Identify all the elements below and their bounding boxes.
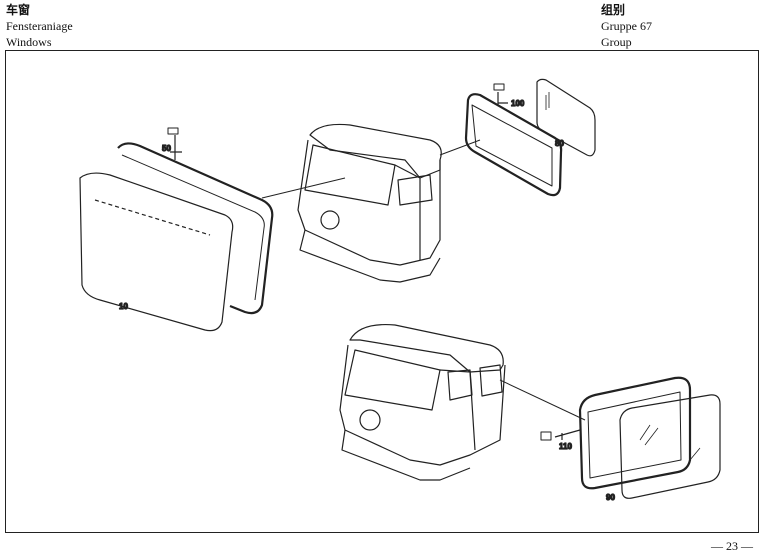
title-de: Fensteraniage	[6, 19, 73, 33]
sealant-icon	[493, 83, 505, 91]
windshield-glass	[79, 172, 234, 332]
sealant-icon	[167, 127, 179, 135]
group-en: Group	[601, 35, 632, 49]
windshield-seal	[117, 142, 274, 315]
title-cn: 车窗	[6, 3, 31, 17]
callout-10: 10	[119, 302, 128, 311]
title-en: Windows	[6, 35, 52, 49]
cab-lower	[339, 323, 506, 481]
group-cn: 组别	[601, 3, 626, 17]
group-block: 组别 Gruppe 67 Group	[601, 2, 652, 50]
cab-upper	[297, 123, 442, 283]
leader-line	[261, 177, 346, 199]
title-block: 车窗 Fensteraniage Windows	[6, 2, 73, 50]
group-de: Gruppe 67	[601, 19, 652, 33]
callout-110: 110	[559, 442, 572, 451]
rear-window-seal	[464, 93, 563, 197]
callout-80: 80	[555, 139, 564, 148]
callout-100: 100	[511, 99, 525, 108]
rear-window-glass	[536, 78, 596, 157]
callout-90: 90	[606, 493, 615, 502]
page-number: — 23 —	[711, 539, 753, 553]
side-window-seal	[578, 376, 692, 490]
sealant-icon	[540, 431, 552, 441]
side-window-glass	[619, 394, 721, 499]
callout-50: 50	[162, 144, 171, 153]
diagram-frame	[5, 50, 759, 533]
